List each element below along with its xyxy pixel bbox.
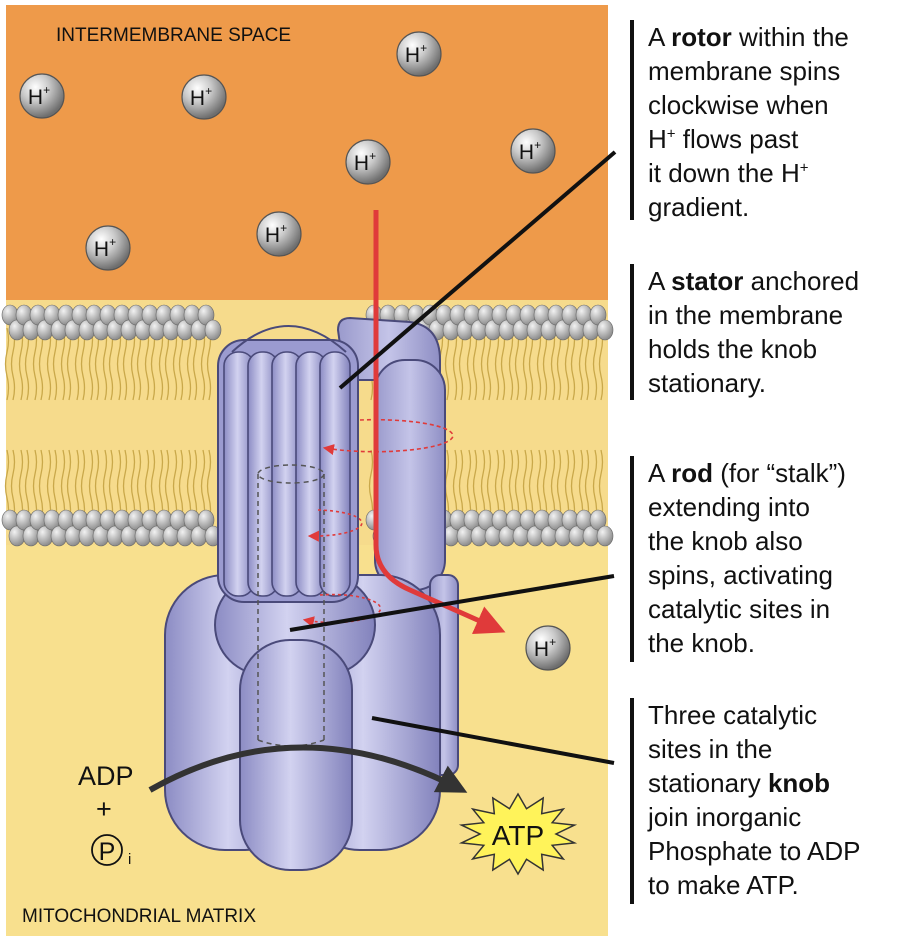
adp-label: ADP <box>78 761 134 791</box>
hydrogen-ions: H+ H+ H+ H+ H+ H+ H+ H+ <box>19 31 571 671</box>
rotor <box>217 325 359 603</box>
knob-callout: Three catalytic sites in the stationary … <box>630 698 860 904</box>
proton-flow-arrow <box>373 210 506 634</box>
ion-charge: + <box>549 635 556 649</box>
intermembrane-space-label: INTERMEMBRANE SPACE <box>56 25 291 46</box>
catalytic-knob <box>164 574 441 871</box>
atp-label: ATP <box>492 820 544 851</box>
rotor-leader-line <box>338 150 617 390</box>
rod-leader-line <box>289 574 615 632</box>
rotation-arrows <box>302 418 454 628</box>
hydrogen-ion: H+ <box>345 139 391 185</box>
ion-charge: + <box>280 221 287 235</box>
hydrogen-ion: H+ <box>256 211 302 257</box>
atp-burst: ATP <box>458 792 578 876</box>
stator-callout: A stator anchored in the membrane holds … <box>630 264 859 400</box>
mitochondrial-matrix-label: MITOCHONDRIAL MATRIX <box>22 906 256 927</box>
adp-to-atp-arrow <box>148 744 468 793</box>
plus-label: + <box>96 794 112 824</box>
ion-charge: + <box>43 83 50 97</box>
ion-charge: + <box>205 84 212 98</box>
rotor-callout: A rotor within the membrane spins clockw… <box>630 20 849 222</box>
hydrogen-ion: H+ <box>396 31 442 77</box>
ion-charge: + <box>420 41 427 55</box>
hydrogen-ion: H+ <box>85 225 131 271</box>
rod-callout: A rod (for “stalk”) extending into the k… <box>630 456 846 662</box>
phosphate-circle <box>91 834 123 866</box>
hydrogen-ion: H+ <box>525 625 571 671</box>
leader-lines <box>289 150 617 765</box>
hydrogen-ion: H+ <box>19 73 65 119</box>
lipid-bilayer <box>1 304 614 547</box>
ion-charge: + <box>369 149 376 163</box>
hydrogen-ion: H+ <box>510 128 556 174</box>
ion-charge: + <box>534 138 541 152</box>
rod-stalk <box>257 464 325 747</box>
ion-charge: + <box>109 235 116 249</box>
knob-leader-line <box>371 716 615 765</box>
hydrogen-ion: H+ <box>181 74 227 120</box>
phosphate-subscript: i <box>128 851 131 868</box>
phosphate-label: P <box>99 838 116 866</box>
